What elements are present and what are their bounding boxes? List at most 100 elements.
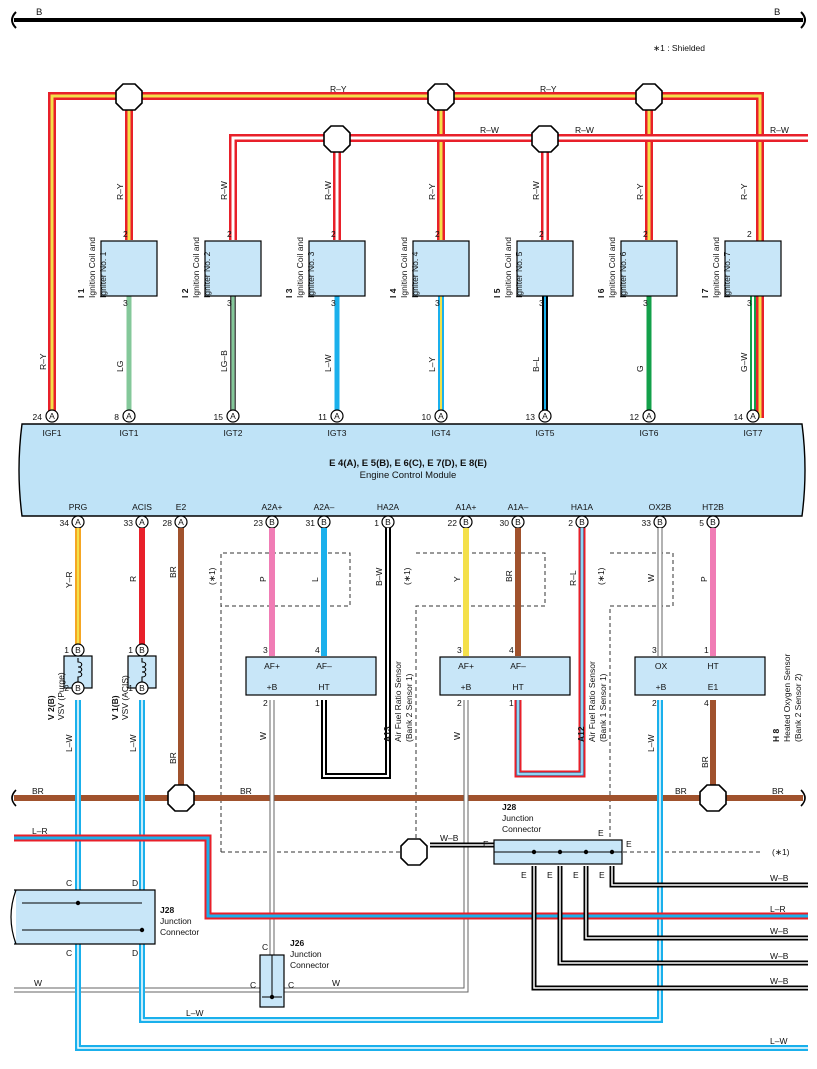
sensor-terminal: HT <box>512 682 523 692</box>
pin-number: 2 <box>652 698 657 708</box>
shield-boxes <box>220 552 760 853</box>
wire-label: L–W <box>646 735 656 752</box>
pin-number: 28 <box>163 518 173 528</box>
wire-label: L–W <box>64 735 74 752</box>
wire-label: W <box>646 574 656 582</box>
coil-name: Ignition Coil and <box>191 237 201 298</box>
coil-name: Ignition Coil and <box>295 237 305 298</box>
pin-number: 2 <box>64 683 69 693</box>
ecm-terminal <box>122 409 136 423</box>
terminal-label: IGT2 <box>224 428 243 438</box>
sensor-terminal: +B <box>267 682 278 692</box>
coil-signal-wires <box>126 296 756 418</box>
vsv-terminal <box>135 681 149 695</box>
pin-label: C <box>66 948 72 958</box>
bus-label-right: B <box>774 7 780 18</box>
sensor-name: (Bank 1 Sensor 1) <box>598 673 608 742</box>
wire-label: R–W <box>219 181 229 200</box>
sensor-code: A12 <box>576 726 586 742</box>
wire-label: R–L <box>568 570 578 586</box>
ecm-terminal-letter: A <box>75 517 81 527</box>
coil-name: Ignition Coil and <box>87 237 97 298</box>
pin-label: E <box>521 870 527 880</box>
vsv-name: VSV (Purge) <box>56 672 66 720</box>
pin-label: 3 <box>747 298 752 308</box>
shield-mark: (∗1) <box>596 567 606 585</box>
wire-label: W–B <box>770 951 789 961</box>
terminal-label: HA2A <box>377 502 400 512</box>
coil-name: Ignition Coil and <box>503 237 513 298</box>
j28-name1: Junction <box>502 813 534 823</box>
coil-name: Ignition Coil and <box>399 237 409 298</box>
ecm-terminal-letter: B <box>579 517 585 527</box>
pin-number: 3 <box>457 645 462 655</box>
pin-label: C <box>262 942 268 952</box>
ecm-terminal-letter: A <box>49 411 55 421</box>
vsv-terminal <box>135 643 149 657</box>
ecm-terminal-letter: B <box>710 517 716 527</box>
wire-label: B–W <box>374 568 384 586</box>
wire-label: W <box>332 978 340 988</box>
coil-name: Ignition Coil and <box>711 237 721 298</box>
pin-number: 4 <box>704 698 709 708</box>
coil-name: Igniter No. 2 <box>202 251 212 298</box>
wire-label: BR <box>700 756 710 768</box>
ecm-terminal <box>434 409 448 423</box>
pin-label: 2 <box>435 229 440 239</box>
wb-wires: W–B W–B W–B W–B W–B <box>400 833 808 991</box>
sensor-terminal: E1 <box>708 682 719 692</box>
wire-label: W–B <box>770 976 789 986</box>
ecm-bottom-terminals: PRGA34ACISA33E2A28A2A+B23A2A–B31HA2AB1A1… <box>60 502 724 529</box>
coil-code: I 7 <box>700 288 710 298</box>
ecm-terminal-letter: A <box>750 411 756 421</box>
ecm-terminal-letter: A <box>438 411 444 421</box>
wire-label: W <box>34 978 42 988</box>
ecm-terminal-letter: B <box>657 517 663 527</box>
splice-point <box>400 838 428 866</box>
wire-label: BR <box>240 786 252 796</box>
pin-number: 30 <box>500 518 510 528</box>
sensor-terminal: AF+ <box>458 661 474 671</box>
j28-name2: Connector <box>502 824 541 834</box>
shield-mark: (∗1) <box>207 567 217 585</box>
j28-code: J28 <box>502 802 516 812</box>
terminal-label: IGF1 <box>43 428 62 438</box>
pin-label: E <box>599 870 605 880</box>
wire-label: R–Y <box>635 183 645 200</box>
wire-label: W <box>452 732 462 740</box>
sensor-terminal: AF– <box>316 661 332 671</box>
wire-label: L–W <box>128 735 138 752</box>
sensor-code: A13 <box>382 726 392 742</box>
ecm-terminal-letter: A <box>178 517 184 527</box>
wire-label: R <box>128 576 138 582</box>
wire-label: LG–B <box>219 350 229 372</box>
pin-label: 2 <box>227 229 232 239</box>
terminal-label: HT2B <box>702 502 724 512</box>
terminal-label: IGT7 <box>744 428 763 438</box>
rw-supply-bus: R–W R–W R–W <box>229 125 808 240</box>
rw-bus-label-3: R–W <box>770 125 789 135</box>
ecm-terminal-letter: A <box>126 411 132 421</box>
ecm-terminal-letter: A <box>230 411 236 421</box>
pin-label: D <box>132 878 138 888</box>
j26-name2: Connector <box>290 960 329 970</box>
sensor-terminal: +B <box>461 682 472 692</box>
splice-point <box>115 83 143 111</box>
terminal-label: A1A+ <box>455 502 476 512</box>
pin-number: 24 <box>33 412 43 422</box>
wire-label: R–Y <box>739 183 749 200</box>
pin-label: E <box>483 839 489 849</box>
pin-number: 33 <box>124 518 134 528</box>
sensor-name: Air Fuel Ratio Sensor <box>393 661 403 742</box>
wire-label: BR <box>675 786 687 796</box>
pin-number: 2 <box>263 698 268 708</box>
pin-number: 3 <box>652 645 657 655</box>
wire-label: L–Y <box>427 357 437 372</box>
ecm-terminal-letter: B <box>463 517 469 527</box>
